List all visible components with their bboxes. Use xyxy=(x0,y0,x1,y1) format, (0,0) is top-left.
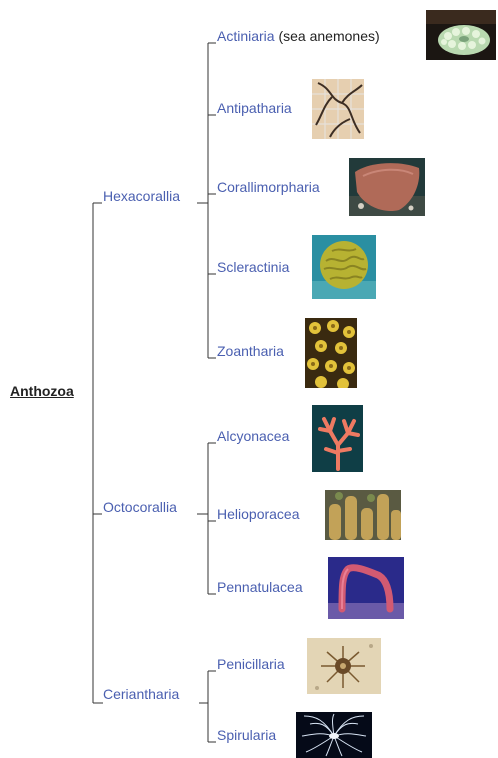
sea-anemone-photo xyxy=(426,10,496,60)
brain-coral-photo xyxy=(312,235,376,299)
order-zoantharia[interactable]: Zoantharia xyxy=(216,343,285,359)
blue-coral-photo xyxy=(325,490,401,540)
tube-anemone-photo xyxy=(307,638,381,694)
subclass-hexacorallia[interactable]: Hexacorallia xyxy=(102,188,181,204)
subclass-octocorallia[interactable]: Octocorallia xyxy=(102,499,178,515)
order-actiniaria-label: Actiniaria xyxy=(217,28,275,44)
order-actiniaria-note: (sea anemones) xyxy=(278,28,379,44)
order-antipatharia[interactable]: Antipatharia xyxy=(216,100,293,116)
subclass-ceriantharia[interactable]: Ceriantharia xyxy=(102,686,180,702)
corallimorph-photo xyxy=(349,158,425,216)
order-helioporacea[interactable]: Helioporacea xyxy=(216,506,301,522)
order-spirularia[interactable]: Spirularia xyxy=(216,727,277,743)
order-scleractinia[interactable]: Scleractinia xyxy=(216,259,290,275)
order-actiniaria[interactable]: Actiniaria (sea anemones) xyxy=(216,28,381,44)
zoanthid-photo xyxy=(305,318,357,388)
order-penicillaria[interactable]: Penicillaria xyxy=(216,656,286,672)
root-label-anthozoa[interactable]: Anthozoa xyxy=(10,383,74,399)
sea-pen-photo xyxy=(328,557,404,619)
order-corallimorpharia[interactable]: Corallimorpharia xyxy=(216,179,321,195)
black-coral-photo xyxy=(312,79,364,139)
soft-coral-photo xyxy=(312,405,363,472)
spirularia-photo xyxy=(296,712,372,758)
order-alcyonacea[interactable]: Alcyonacea xyxy=(216,428,290,444)
order-pennatulacea[interactable]: Pennatulacea xyxy=(216,579,304,595)
